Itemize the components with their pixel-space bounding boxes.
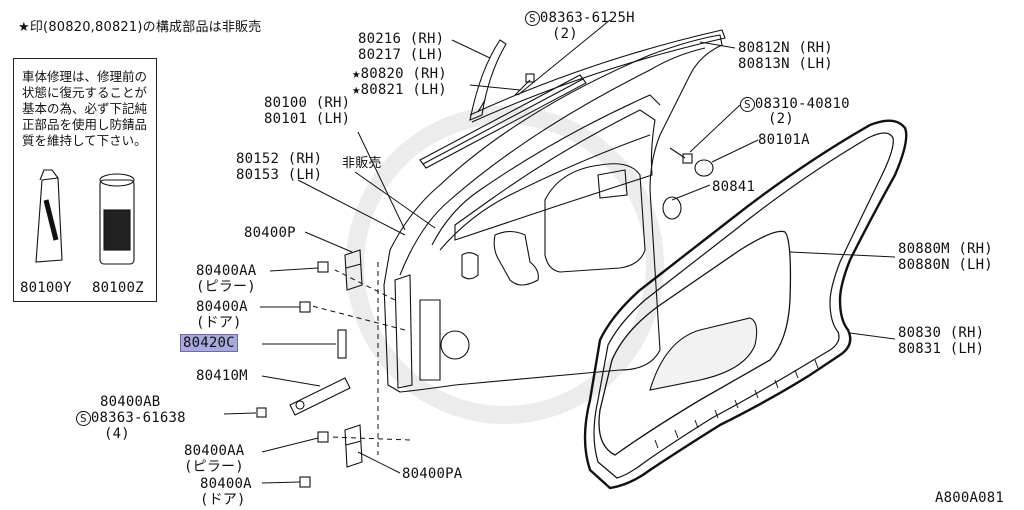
hinge-upper-80400p: [344, 249, 363, 291]
part-80216-label[interactable]: 80216 (RH): [358, 31, 445, 47]
part-80841-label[interactable]: 80841: [712, 179, 756, 195]
part-80400aa-lower-label[interactable]: 80400AA: [184, 443, 245, 459]
s-mark-icon: S: [525, 11, 540, 26]
header-note: ★印(80820,80821)の構成部品は非販売: [18, 20, 262, 35]
inner-seal-80880m: [598, 230, 792, 456]
belt-moulding: [419, 74, 587, 169]
inner-seal-pad: [649, 317, 758, 391]
screw-08363-6125h: [514, 73, 535, 96]
weatherstrip-80830: [583, 119, 908, 490]
s-mark-icon: S: [76, 411, 91, 426]
screw-08310-40810: [669, 147, 693, 164]
bolts: [256, 261, 329, 488]
not-for-sale-label: 非販売: [342, 156, 382, 171]
door-shell: [383, 34, 723, 393]
part-80400p-label[interactable]: 80400P: [244, 225, 296, 241]
part-80100z-label[interactable]: 80100Z: [92, 280, 144, 296]
part-80813n-label[interactable]: 80813N (LH): [738, 56, 833, 72]
repair-note-text: 車体修理は、修理前の状態に復元することが基本の為、必ず下記純正部品を使用し防錆品…: [22, 69, 148, 148]
qty-label: (2): [552, 26, 578, 42]
part-80217-label[interactable]: 80217 (LH): [358, 47, 445, 63]
part-80820-label[interactable]: ★80820 (RH): [352, 66, 447, 82]
part-80400ab-label[interactable]: 80400AB: [100, 394, 161, 410]
door-note-label: (ドア): [196, 315, 242, 331]
sash-strip: [469, 39, 507, 121]
hinge-lower-80400pa: [344, 424, 363, 468]
touch-up-tube-80100y: [35, 169, 63, 263]
part-80420c-label[interactable]: 80420C: [180, 334, 238, 352]
part-80831-label[interactable]: 80831 (LH): [898, 341, 985, 357]
qty-label: (4): [104, 426, 130, 442]
part-80400a-lower-label[interactable]: 80400A: [200, 476, 252, 492]
pillar-note-label: (ピラー): [184, 459, 244, 475]
hinge-pin-80420c: [337, 329, 347, 359]
repair-note-box: 車体修理は、修理前の状態に復元することが基本の為、必ず下記純正部品を使用し防錆品…: [13, 58, 157, 302]
part-80152-label[interactable]: 80152 (RH): [236, 151, 323, 167]
s-mark-icon: S: [740, 97, 755, 112]
grommet-80101a: [694, 159, 714, 177]
part-80880n-label[interactable]: 80880N (LH): [898, 257, 993, 273]
part-80830-label[interactable]: 80830 (RH): [898, 325, 985, 341]
part-80100-label[interactable]: 80100 (RH): [264, 95, 351, 111]
pillar-note-label: (ピラー): [196, 279, 256, 295]
glass-run: [469, 29, 726, 123]
diagram-code: A800A081: [935, 490, 1005, 506]
part-80101a-label[interactable]: 80101A: [758, 132, 810, 148]
door-note-label: (ドア): [200, 492, 246, 508]
part-80100y-label[interactable]: 80100Y: [20, 280, 72, 296]
qty-label: (2): [768, 111, 794, 127]
part-80400aa-upper-label[interactable]: 80400AA: [196, 263, 257, 279]
check-link-80410m: [289, 377, 351, 416]
part-80821-label[interactable]: ★80821 (LH): [352, 82, 447, 98]
part-80101-label[interactable]: 80101 (LH): [264, 111, 351, 127]
highlighted-part-number: 80420C: [180, 334, 238, 352]
part-80410m-label[interactable]: 80410M: [196, 368, 248, 384]
spray-can-80100z: [99, 173, 135, 265]
part-80400pa-label[interactable]: 80400PA: [402, 466, 463, 482]
part-80153-label[interactable]: 80153 (LH): [236, 167, 323, 183]
part-80400a-upper-label[interactable]: 80400A: [196, 299, 248, 315]
part-80812n-label[interactable]: 80812N (RH): [738, 40, 833, 56]
part-80880m-label[interactable]: 80880M (RH): [898, 241, 993, 257]
